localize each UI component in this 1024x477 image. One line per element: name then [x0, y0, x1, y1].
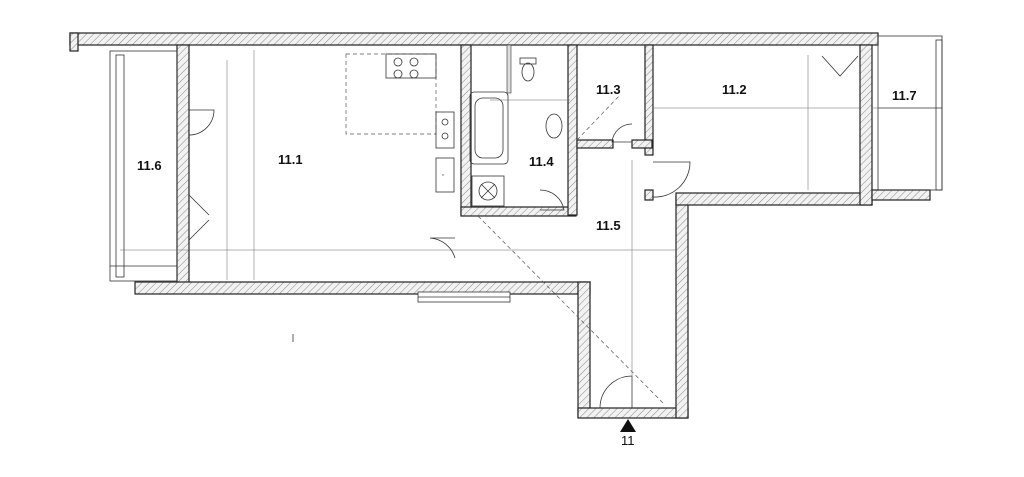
entrance-label: 11 [621, 433, 635, 448]
room-label-11-1: 11.1 [278, 152, 303, 167]
room-labels: 11.1 11.2 11.3 11.4 11.5 11.6 11.7 [137, 82, 917, 233]
room-label-11-7: 11.7 [892, 88, 917, 103]
kitchen-counter: * [345, 53, 455, 193]
diagonal-lines [477, 94, 666, 406]
room-label-11-2: 11.2 [722, 82, 747, 97]
room-label-11-4: 11.4 [529, 154, 554, 169]
room-label-11-3: 11.3 [596, 82, 621, 97]
dimension-lines [120, 50, 935, 405]
bathroom-fixtures [469, 57, 563, 207]
room-label-11-5: 11.5 [596, 218, 621, 233]
svg-text:*: * [442, 174, 444, 180]
interior-walls [460, 44, 654, 217]
room-label-11-6: 11.6 [137, 158, 162, 173]
loggia-11-7 [877, 35, 943, 191]
entrance-arrow-icon [620, 419, 636, 432]
exterior-walls [69, 32, 931, 419]
loggia-11-6 [109, 50, 178, 282]
entrance-marker: 11 [620, 419, 636, 448]
doors [188, 55, 859, 409]
